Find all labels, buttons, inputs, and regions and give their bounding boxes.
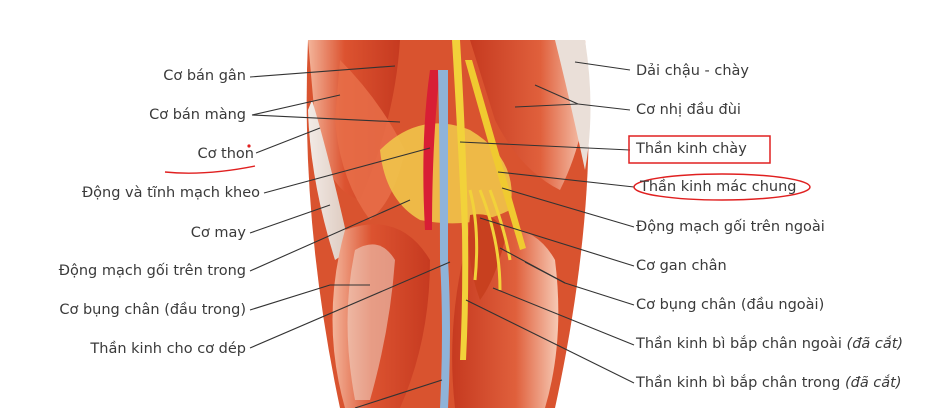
popliteal-vein [438,70,450,408]
label-medial-sural-nerve-note: (đã cắt) [844,375,902,391]
label-sartorius: Cơ may [190,225,246,241]
label-plantaris: Cơ gan chân [636,258,727,274]
label-nerve-to-soleus: Thần kinh cho cơ dép [90,341,246,357]
label-gracilis: Cơ thon [197,146,254,162]
label-biceps-femoris: Cơ nhị đầu đùi [636,102,741,118]
label-gastrocnemius-medial: Cơ bụng chân (đầu trong) [59,302,246,318]
gracilis-dot-annotation [247,144,251,148]
gracilis-tendon [308,100,350,260]
label-tibial-nerve: Thần kinh chày [636,141,747,157]
label-lateral-sural-nerve-text: Thần kinh bì bắp chân ngoài [636,336,842,352]
label-sup-lateral-genicular: Động mạch gối trên ngoài [636,219,825,235]
common-fibular-nerve [465,60,526,250]
tibial-nerve-box-annotation [628,135,771,164]
label-common-fibular-nerve: Thần kinh mác chung [640,179,797,195]
sural-nerve-branches [468,189,512,291]
label-iliotibial-tract: Dải chậu - chày [636,63,750,79]
label-popliteal-vessels: Động và tĩnh mạch kheo [81,185,260,201]
label-medial-sural-nerve: Thần kinh bì bắp chân trong (đã cắt) [636,374,902,392]
label-sup-medial-genicular: Động mạch gối trên trong [58,263,246,279]
tibial-nerve [452,40,469,360]
iliotibial-tract [555,40,591,170]
biceps-femoris-muscle [470,40,588,190]
label-lateral-sural-nerve: Thần kinh bì bắp chân ngoài (đã cắt) [636,335,903,353]
label-semitendinosus: Cơ bán gân [163,68,246,84]
left-leader-lines [249,65,451,408]
label-gastrocnemius-lateral: Cơ bụng chân (đầu ngoài) [636,297,825,313]
popliteal-artery [423,70,440,230]
label-semimembranosus: Cơ bán màng [149,107,246,123]
common-fibular-nerve-circle-annotation [633,173,811,201]
gastrocnemius-tendon-sheen [347,244,395,400]
gracilis-underline-annotation [164,165,256,174]
label-medial-sural-nerve-text: Thần kinh bì bắp chân trong [636,375,841,391]
label-lateral-sural-nerve-note: (đã cắt) [846,336,904,352]
right-leader-lines [459,61,635,384]
